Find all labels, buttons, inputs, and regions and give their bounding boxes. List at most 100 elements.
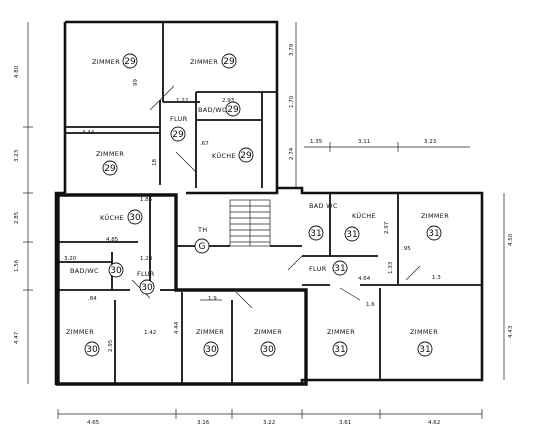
room-number: G xyxy=(199,242,206,252)
dim-left-2: 3.23 xyxy=(14,149,20,162)
room-29-zimmer-1: ZIMMER 29 xyxy=(92,53,138,69)
dim-top-right-3: 3.23 xyxy=(424,139,437,145)
room-number-circle xyxy=(203,341,219,357)
room-number: 31 xyxy=(310,229,321,239)
room-29-badwc: BAD/WC 29 xyxy=(198,101,241,117)
room-number: 30 xyxy=(129,213,141,223)
outer-walls xyxy=(54,20,484,386)
room-number: 30 xyxy=(110,266,122,276)
room-number-circle xyxy=(308,225,324,241)
dim-inner: 3.20 xyxy=(64,256,77,262)
room-label: ZIMMER xyxy=(196,328,224,336)
dim-mid-1: 3.79 xyxy=(289,43,295,56)
room-number: 29 xyxy=(240,151,252,161)
room-label: ZIMMER xyxy=(66,328,94,336)
room-label: ZIMMER xyxy=(410,328,438,336)
room-number-circle xyxy=(170,126,186,142)
room-number: 29 xyxy=(104,164,116,174)
room-label: FLUR xyxy=(309,265,327,273)
dim-bottom-5: 4.62 xyxy=(428,420,440,426)
room-number-circle xyxy=(122,53,138,69)
room-label: BAD WC xyxy=(309,202,338,210)
dim-inner: .67 xyxy=(200,141,209,147)
dim-mid-2: 1.70 xyxy=(289,95,295,108)
room-30-zimmer-3: ZIMMER 30 xyxy=(254,328,282,357)
room-number-circle xyxy=(238,147,254,163)
dim-right-1: 4.50 xyxy=(508,233,514,246)
dimension-labels: 4.65 3.16 3.22 3.61 4.62 1.35 3.11 3.23 … xyxy=(14,43,514,426)
apartment-31-walls xyxy=(287,193,482,380)
room-31-zimmer-2: ZIMMER 31 xyxy=(327,328,355,357)
dim-bottom-2: 3.16 xyxy=(197,420,210,426)
dim-inner: 1.3 xyxy=(432,275,441,281)
room-30-badwc: BAD/WC 30 xyxy=(70,262,124,278)
room-29-flur: FLUR 29 xyxy=(170,115,188,142)
room-number-circle xyxy=(426,225,442,241)
stairwell-label: TH G xyxy=(194,226,210,254)
room-number: 29 xyxy=(227,105,239,115)
room-number-circle xyxy=(417,341,433,357)
room-label: ZIMMER xyxy=(327,328,355,336)
dim-top-right-1: 1.35 xyxy=(310,139,323,145)
room-label: KÜCHE xyxy=(352,211,376,220)
room-number-circle xyxy=(344,226,360,242)
room-label: KÜCHE xyxy=(212,151,236,160)
room-number: 30 xyxy=(86,345,98,355)
dim-left-3: 2.85 xyxy=(14,211,20,224)
dimension-lines xyxy=(23,22,505,419)
dim-bottom-4: 3.61 xyxy=(339,420,351,426)
room-number: 29 xyxy=(223,57,235,67)
apartment-30-walls xyxy=(58,195,253,384)
room-labels: ZIMMER 29 ZIMMER 29 FLUR 29 BAD/WC 29 ZI… xyxy=(66,53,449,357)
room-number-circle xyxy=(225,101,241,117)
dim-inner: .84 xyxy=(88,296,97,302)
room-label: ZIMMER xyxy=(421,212,449,220)
room-30-zimmer-1: ZIMMER 30 xyxy=(66,328,100,357)
dim-inner: 1.6 xyxy=(366,302,375,308)
room-number-circle xyxy=(260,341,276,357)
room-31-zimmer-1: ZIMMER 31 xyxy=(421,212,449,241)
room-number: 30 xyxy=(205,345,217,355)
room-number-circle xyxy=(332,260,348,276)
room-31-flur: FLUR 31 xyxy=(309,260,348,276)
dim-inner: 18 xyxy=(152,159,158,166)
room-number: 30 xyxy=(141,283,153,293)
dim-mid-3: 2.74 xyxy=(289,147,295,160)
room-29-kueche: KÜCHE 29 xyxy=(212,147,254,163)
room-label: ZIMMER xyxy=(92,58,120,66)
room-31-kueche: KÜCHE 31 xyxy=(344,211,376,242)
room-label: FLUR xyxy=(170,115,188,123)
apartment-29-walls xyxy=(65,22,277,188)
dim-inner: 2.97 xyxy=(384,221,390,234)
room-label: TH xyxy=(197,226,207,234)
room-30-kueche: KÜCHE 30 xyxy=(100,209,143,225)
dim-top-right-2: 3.11 xyxy=(358,139,370,145)
dim-inner: 4.44 xyxy=(174,321,180,334)
room-label: BAD/WC xyxy=(198,106,227,114)
dim-inner: 2.93 xyxy=(222,98,235,104)
dim-inner: 4.85 xyxy=(106,237,119,243)
room-label: KÜCHE xyxy=(100,213,124,222)
room-30-zimmer-2: ZIMMER 30 xyxy=(196,328,224,357)
dim-left-5: 4.47 xyxy=(14,331,20,344)
dim-inner: 4.44 xyxy=(82,130,95,136)
room-label: FLUR xyxy=(137,270,155,278)
dim-bottom-1: 4.65 xyxy=(87,420,100,426)
room-29-zimmer-2: ZIMMER 29 xyxy=(190,53,237,69)
room-29-zimmer-3: ZIMMER 29 xyxy=(96,150,124,176)
dim-inner: 4.64 xyxy=(358,276,371,282)
room-number-circle xyxy=(127,209,143,225)
dim-inner: 1.22 xyxy=(176,98,188,104)
room-number-circle xyxy=(108,262,124,278)
room-label: ZIMMER xyxy=(254,328,282,336)
dim-inner: 1.33 xyxy=(388,261,394,274)
room-number: 29 xyxy=(172,130,184,140)
room-number-circle xyxy=(102,160,118,176)
room-number-circle xyxy=(139,279,155,295)
room-number-circle xyxy=(332,341,348,357)
dim-inner: 99 xyxy=(133,79,139,86)
room-number: 31 xyxy=(419,345,430,355)
room-number: 31 xyxy=(428,229,439,239)
dim-inner: .95 xyxy=(402,246,411,252)
